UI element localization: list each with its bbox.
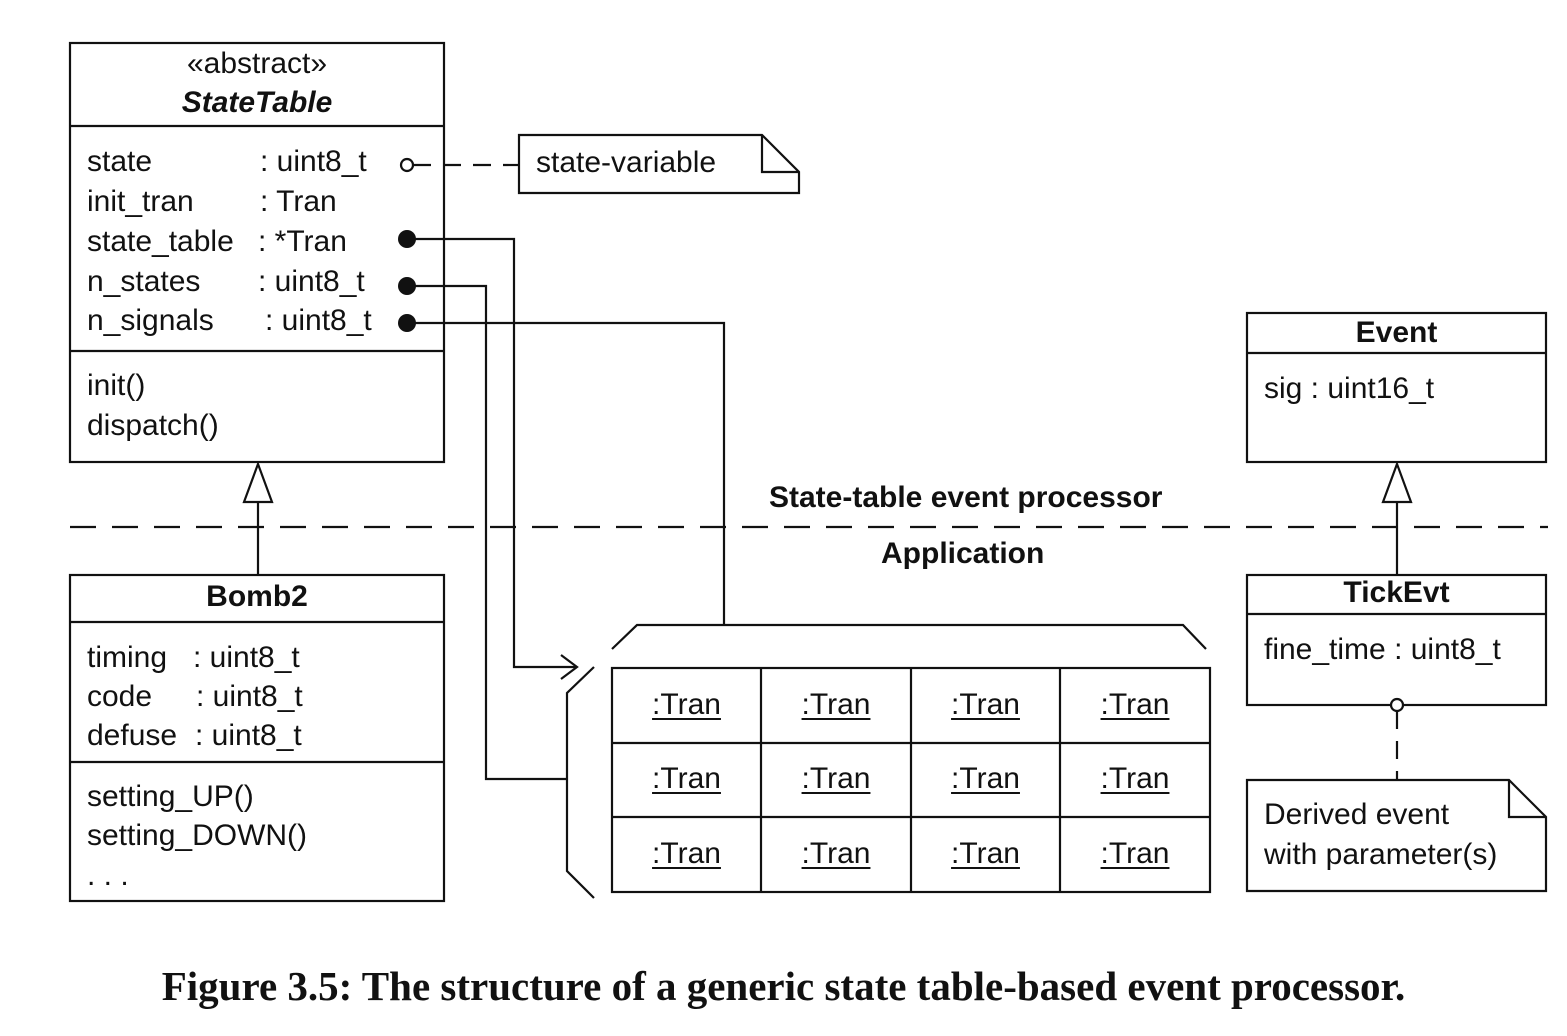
tran-cell: :Tran	[1100, 837, 1170, 870]
tran-cell: :Tran	[951, 837, 1020, 870]
bomb2-generalization-arrow	[242, 460, 274, 504]
attr-state-table-type: : *Tran	[258, 225, 347, 258]
tran-cell: :Tran	[652, 688, 721, 721]
tran-cell: :Tran	[801, 762, 871, 795]
bomb2-attr-defuse-type: : uint8_t	[195, 719, 302, 752]
state-anchor-circle	[399, 157, 415, 173]
bomb2-name: Bomb2	[206, 580, 308, 613]
state-table-dot	[398, 230, 416, 248]
state-table-link-arrowhead	[560, 654, 579, 680]
bomb2-attr-code-name: code	[87, 680, 153, 713]
attr-state-table-name: state_table	[87, 225, 234, 258]
state-variable-note-fold	[760, 135, 799, 174]
tran-cell: :Tran	[1100, 688, 1170, 721]
bomb2-attr-code-type: : uint8_t	[196, 680, 303, 713]
attr-state-name: state	[87, 145, 153, 178]
attr-init-tran-type: : Tran	[260, 185, 337, 218]
state-table-link	[407, 237, 577, 669]
tran-cell: :Tran	[652, 837, 721, 870]
attr-n-signals-type: : uint8_t	[265, 304, 372, 337]
event-attr-sig: sig : uint16_t	[1264, 372, 1435, 405]
bomb2-attr-timing-type: : uint8_t	[193, 641, 300, 674]
tran-cell: :Tran	[951, 762, 1020, 795]
state-table-name: StateTable	[181, 86, 333, 119]
state-variable-note-text: state-variable	[536, 146, 717, 179]
attr-n-signals-name: n_signals	[87, 304, 214, 337]
n-signals-dot	[398, 314, 416, 332]
state-table-box	[68, 41, 446, 464]
bomb2-op-setting-down: setting_DOWN()	[87, 819, 308, 852]
n-signals-link	[407, 321, 726, 625]
op-init: init()	[87, 369, 146, 402]
derived-note-line1: Derived event	[1264, 798, 1450, 831]
bomb2-op-ellipsis: . . .	[87, 859, 129, 892]
event-name: Event	[1355, 316, 1438, 349]
bomb2-attr-timing-name: timing	[87, 641, 168, 674]
derived-note	[1245, 778, 1548, 893]
event-box	[1245, 311, 1548, 464]
op-dispatch: dispatch()	[87, 409, 219, 442]
tran-cell: :Tran	[951, 688, 1020, 721]
tran-cell: :Tran	[801, 837, 871, 870]
derived-note-line2: with parameter(s)	[1264, 838, 1498, 871]
bomb2-op-setting-up: setting_UP()	[87, 780, 254, 813]
attr-n-states-type: : uint8_t	[258, 265, 365, 298]
tran-cell: :Tran	[652, 762, 721, 795]
tran-cell: :Tran	[1100, 762, 1170, 795]
derived-note-fold	[1507, 780, 1546, 819]
table-top-bracket	[611, 623, 1207, 650]
n-states-dot	[398, 277, 416, 295]
bomb2-attr-defuse-name: defuse	[87, 719, 178, 752]
n-states-link	[407, 284, 567, 781]
layer-label-upper: State-table event processor	[769, 481, 1163, 514]
layer-label-lower: Application	[881, 537, 1045, 570]
state-variable-note	[517, 133, 801, 195]
tickevt-name: TickEvt	[1343, 576, 1450, 609]
attr-n-states-name: n_states	[87, 265, 201, 298]
table-left-bracket	[565, 666, 595, 899]
tickevt-generalization-arrow	[1381, 460, 1413, 504]
tickevt-anchor-circle	[1389, 697, 1405, 713]
attr-init-tran-name: init_tran	[87, 185, 194, 218]
tickevt-attr-fine-time: fine_time : uint8_t	[1264, 633, 1501, 666]
state-table-stereotype: «abstract»	[186, 47, 328, 80]
figure-caption: Figure 3.5: The structure of a generic s…	[161, 963, 1406, 1009]
tran-cell: :Tran	[801, 688, 871, 721]
attr-state-type: : uint8_t	[260, 145, 367, 178]
